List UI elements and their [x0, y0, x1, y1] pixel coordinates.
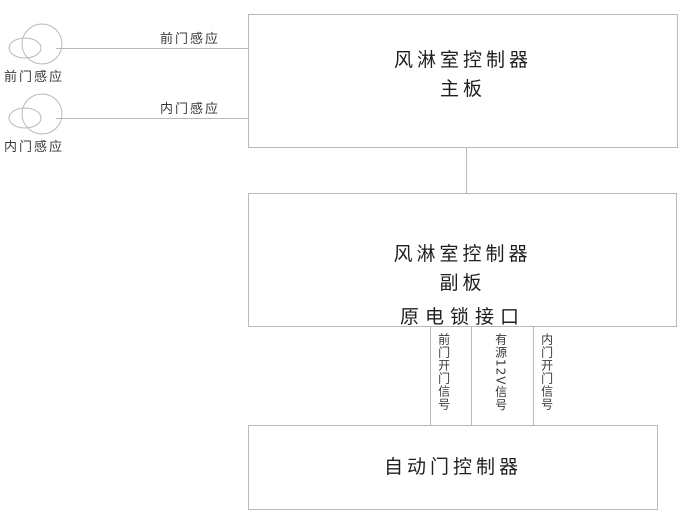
sub-board-box: 风淋室控制器 副板 原电锁接口: [248, 193, 677, 328]
auto-door-controller-box: 自动门控制器: [248, 425, 658, 510]
inner-door-open-signal-line: [533, 327, 534, 425]
powered-12v-signal-line: [471, 327, 472, 425]
sub-board-title-line1: 风淋室控制器: [393, 243, 532, 265]
front-door-sensor-icon: [6, 18, 86, 70]
inner-door-open-signal-label: 内门开门信号: [539, 333, 554, 411]
front-door-open-signal-line: [430, 327, 431, 425]
powered-12v-signal-label: 有源12V信号: [493, 333, 508, 412]
inner-door-sensor-caption: 内门感应: [4, 140, 65, 155]
main-board-box: 风淋室控制器 主板: [248, 14, 678, 148]
sub-board-title-line2: 副板: [439, 272, 486, 294]
auto-door-controller-title: 自动门控制器: [383, 456, 522, 478]
inner-door-signal-label: 内门感应: [160, 102, 221, 117]
inner-door-sensor-wire: [56, 118, 249, 119]
front-door-sensor-caption: 前门感应: [4, 70, 65, 85]
inner-door-sensor-icon: [6, 88, 86, 140]
front-door-sensor-wire: [56, 48, 249, 49]
main-board-title-line1: 风淋室控制器: [393, 49, 532, 71]
front-door-signal-label: 前门感应: [160, 32, 221, 47]
main-board-title-line2: 主板: [439, 78, 486, 100]
mainboard-subboard-connector: [466, 148, 467, 193]
front-door-open-signal-label: 前门开门信号: [436, 333, 451, 411]
sub-board-interface-label: 原电锁接口: [399, 306, 525, 328]
